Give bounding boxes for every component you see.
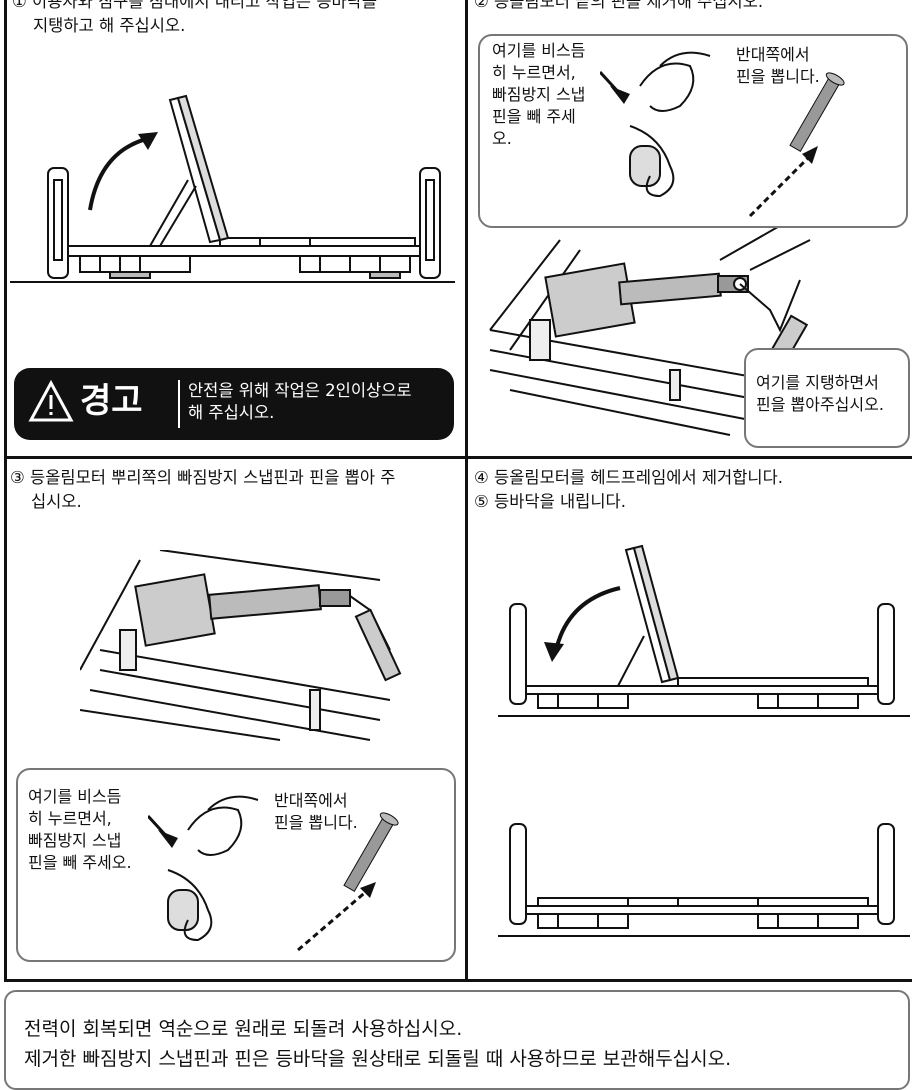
step2-text: ② 등올림모터 끝의 핀을 제거해 주십시오. [474, 0, 764, 11]
step3-text: ③ 등올림모터 뿌리쪽의 빠짐방지 스냅핀과 핀을 뽑아 주 십시오. [10, 468, 396, 511]
warning-word: 경고 [80, 381, 143, 421]
bed-backrest-raised-illustration [10, 94, 455, 283]
bed-backrest-lowering-illustration [498, 544, 910, 717]
step2-callout-hold: 여기를 지탱하면서 핀을 뽑아주십시오. [744, 348, 910, 448]
motor-root-closeup-illustration [80, 550, 402, 741]
footer-line-2: 제거한 빠짐방지 스냅핀과 핀은 등바닥을 원상태로 되돌릴 때 사용하므로 보… [24, 1048, 732, 1070]
step3-callout-pull-text: 반대쪽에서 핀을 뽑니다. [274, 791, 358, 832]
grid-divider-vertical [465, 0, 468, 982]
snap-pin-hand-icon [148, 795, 399, 952]
warning-triangle-icon [28, 380, 74, 422]
step4-text: ④ 등올림모터를 헤드프레임에서 제거합니다. [474, 468, 784, 487]
step3-callout-press-text: 여기를 비스듬 히 누르면서, 빠짐방지 스냅 핀을 빼 주세오. [28, 787, 132, 872]
footer-line-1: 전력이 회복되면 역순으로 원래로 되돌려 사용하십시오. [24, 1018, 463, 1040]
warning-separator [178, 380, 180, 428]
panel-grid [4, 0, 912, 982]
step2-callout-pull-text: 반대쪽에서 핀을 뽑니다. [736, 45, 820, 86]
grid-divider-horizontal [4, 456, 912, 459]
step2-callout-press-text: 여기를 비스듬 히 누르면서, 빠짐방지 스냅 핀을 빼 주세 오. [492, 41, 586, 148]
warning-banner: 경고 안전을 위해 작업은 2인이상으로 해 주십시오. [14, 368, 454, 440]
warning-message: 안전을 위해 작업은 2인이상으로 해 주십시오. [188, 381, 412, 422]
step3-callout-press-pin: 여기를 비스듬 히 누르면서, 빠짐방지 스냅 핀을 빼 주세오. 반대쪽에서 … [16, 768, 456, 962]
step2-callout-hold-text: 여기를 지탱하면서 핀을 뽑아주십시오. [756, 373, 884, 414]
bed-flat-illustration [498, 823, 910, 937]
step5-text: ⑤ 등바닥을 내립니다. [474, 492, 626, 511]
footer-note-box: 전력이 회복되면 역순으로 원래로 되돌려 사용하십시오. 제거한 빠짐방지 스… [4, 990, 910, 1090]
step1-text: ① 이용자와 침구를 침대에서 내리고 작업은 등바닥을 지탱하고 해 주십시오… [12, 0, 378, 35]
step2-callout-press-pin: 여기를 비스듬 히 누르면서, 빠짐방지 스냅 핀을 빼 주세 오. 반대쪽에서… [478, 34, 908, 228]
snap-pin-hand-icon [600, 51, 845, 218]
